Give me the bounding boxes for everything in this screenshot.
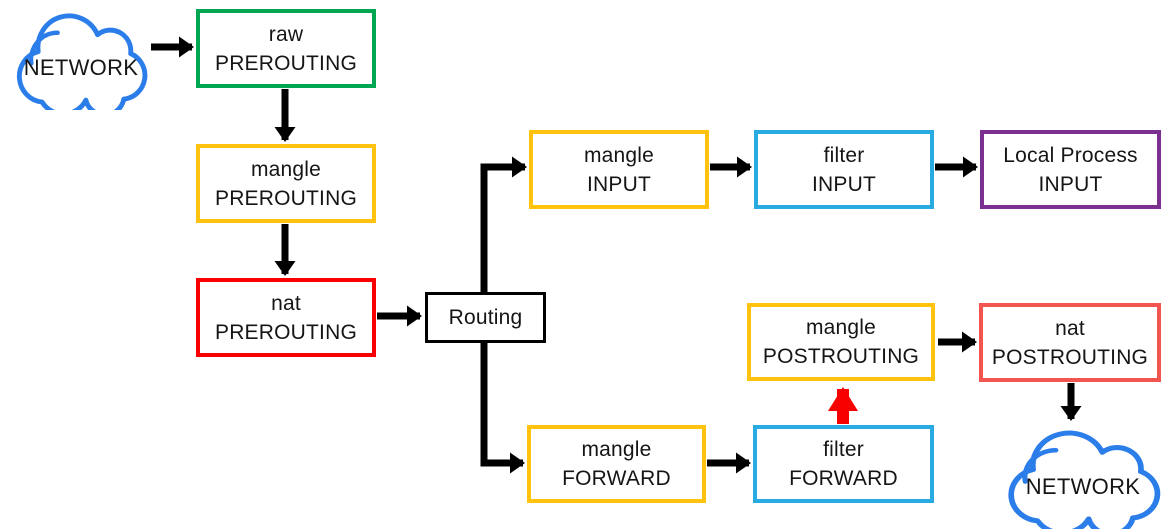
cloud-swoosh-icon — [1022, 447, 1059, 484]
node-label: INPUT — [587, 172, 651, 196]
node-nat-postrouting: nat POSTROUTING — [979, 303, 1161, 382]
node-label: PREROUTING — [214, 320, 357, 344]
node-label: mangle — [805, 316, 877, 339]
node-label: PREROUTING — [214, 186, 357, 210]
node-label: filter — [823, 143, 865, 167]
node-raw-prerouting: raw PREROUTING — [196, 9, 376, 88]
node-mangle-postrouting: mangle POSTROUTING — [747, 303, 935, 381]
node-label: FORWARD — [789, 467, 898, 490]
node-local-process-input: Local Process INPUT — [980, 130, 1161, 209]
node-label: Local Process — [1003, 143, 1138, 167]
node-label: mangle — [250, 157, 322, 181]
cloud-icon — [16, 13, 148, 110]
node-filter-forward: filter FORWARD — [753, 425, 934, 503]
node-label: INPUT — [812, 172, 876, 196]
network-cloud-source: NETWORK — [8, 6, 154, 110]
node-label: Routing — [448, 306, 523, 329]
node-label: POSTROUTING — [991, 345, 1149, 369]
edge-routing-to-mangle_forward — [480, 343, 525, 474]
node-label: PREROUTING — [214, 51, 357, 75]
node-label: FORWARD — [562, 467, 671, 490]
network-destination-label: NETWORK — [1025, 473, 1141, 499]
node-mangle-prerouting: mangle PREROUTING — [196, 144, 376, 223]
network-cloud-destination: NETWORK — [998, 423, 1168, 529]
node-routing: Routing — [425, 292, 546, 343]
node-filter-input: filter INPUT — [754, 130, 934, 209]
cloud-swoosh-icon — [28, 30, 60, 66]
node-label: nat — [271, 291, 301, 315]
node-label: nat — [1055, 316, 1085, 340]
node-label: INPUT — [1038, 172, 1103, 196]
node-label: raw — [268, 22, 304, 46]
node-label: POSTROUTING — [762, 345, 920, 368]
network-source-label: NETWORK — [23, 55, 139, 81]
edge-routing-to-mangle_input — [480, 156, 527, 293]
node-label: mangle — [581, 438, 652, 461]
node-mangle-forward: mangle FORWARD — [527, 425, 706, 503]
node-mangle-input: mangle INPUT — [529, 130, 709, 209]
node-label: mangle — [583, 143, 655, 167]
node-label: filter — [823, 438, 864, 461]
node-nat-prerouting: nat PREROUTING — [196, 278, 376, 357]
cloud-icon — [1008, 430, 1161, 529]
